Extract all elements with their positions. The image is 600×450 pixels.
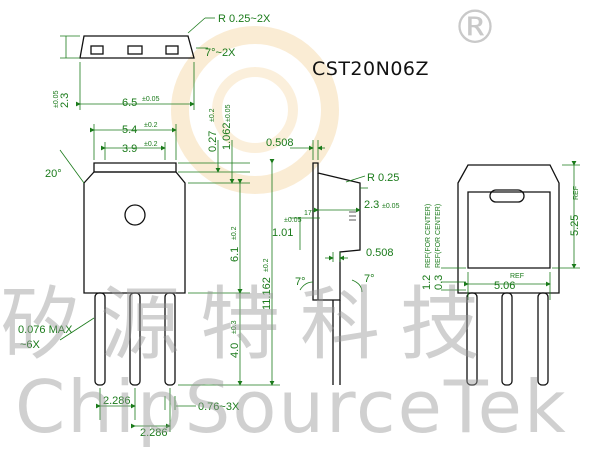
front-dim-40-tol: ±0.3 xyxy=(231,320,238,334)
side-dim-23-tol: ±0.05 xyxy=(382,203,400,210)
side-dim-23: 2.3 xyxy=(364,199,379,211)
front-view xyxy=(83,162,186,386)
back-dim-506: 5.06 xyxy=(494,280,515,292)
back-ref-center-1: REF(FOR CENTER) xyxy=(425,204,432,268)
top-angle-label: 7°~2X xyxy=(205,47,236,59)
side-dim-0508-top: 0.508 xyxy=(266,137,294,149)
front-dim-1062: 1.062 xyxy=(221,122,233,150)
side-view xyxy=(312,162,361,385)
front-dim-40: 4.0 xyxy=(229,343,241,358)
front-lead-width: 0.076 MAX xyxy=(18,324,73,336)
top-height-tol: ±0.05 xyxy=(53,90,60,108)
back-dim-525: 5.25 xyxy=(569,215,581,236)
back-ref-center-2: REF(FOR CENTER) xyxy=(435,204,442,268)
part-number-title: CST20N06Z xyxy=(312,58,430,80)
top-view xyxy=(79,35,195,59)
front-dim-1062-tol: ±0.05 xyxy=(225,104,232,122)
top-width-tol: ±0.05 xyxy=(142,96,160,103)
back-dim-12: 1.2 xyxy=(421,275,433,290)
side-dim-0508-bottom: 0.508 xyxy=(366,247,394,259)
top-width-label: 6.5 xyxy=(122,97,137,109)
front-angle: 20° xyxy=(45,168,62,180)
front-lead-count: ~6X xyxy=(20,339,41,351)
front-dim-027-tol: ±0.2 xyxy=(209,108,216,122)
front-dim-61-tol: ±0.2 xyxy=(231,226,238,240)
front-dim-11162: 11.162 xyxy=(261,277,273,310)
watermark-english: ChipSourceTek xyxy=(15,365,568,449)
front-lead-thickness: 0.76~3X xyxy=(198,401,240,413)
front-tab-width-tol: ±0.2 xyxy=(144,122,158,129)
registered-mark: ® xyxy=(452,0,498,54)
front-pitch-1: 2.286 xyxy=(103,395,131,407)
side-angle-left: 7° xyxy=(295,276,306,288)
back-ref-right: REF xyxy=(573,186,580,200)
side-dim-101: 1.01 xyxy=(272,227,293,239)
top-radius-label: R 0.25~2X xyxy=(218,13,271,25)
front-dim-027: 0.27 xyxy=(207,131,219,152)
back-ref-bottom: REF xyxy=(510,273,524,280)
side-angle-right: 7° xyxy=(364,273,375,285)
top-height-label: 2.3 xyxy=(59,93,71,108)
front-dim-61: 6.1 xyxy=(229,247,241,262)
front-inner-width: 3.9 xyxy=(122,143,137,155)
front-dim-11162-tol: ±0.2 xyxy=(263,258,270,272)
side-dim-101-tol: ±0.05 xyxy=(284,217,302,224)
watermark-chinese: 矽源特科技 xyxy=(0,278,500,371)
back-dim-03: 0.3 xyxy=(433,275,445,290)
back-view xyxy=(457,164,560,386)
front-pitch-2: 2.286 xyxy=(140,427,168,439)
side-radius: R 0.25 xyxy=(367,172,399,184)
front-tab-width: 5.4 xyxy=(122,124,137,136)
side-angle-mid: 17° xyxy=(304,209,315,217)
front-inner-width-tol: ±0.2 xyxy=(144,141,158,148)
